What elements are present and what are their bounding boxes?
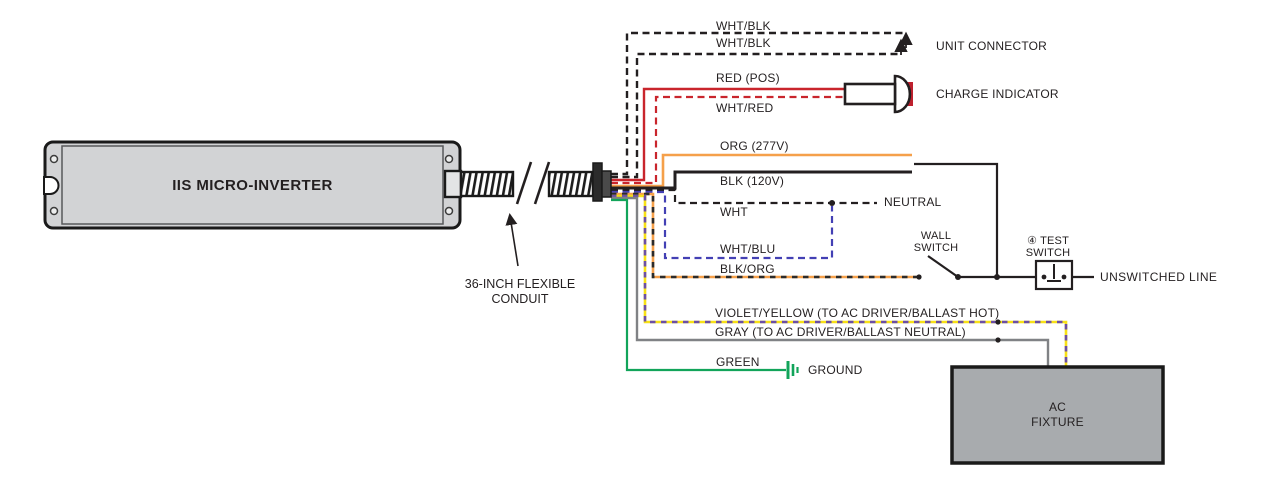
wire-org-277 <box>611 153 912 188</box>
conduit-label-line2: CONDUIT <box>491 292 549 306</box>
label-wall-switch: WALL SWITCH <box>913 230 959 254</box>
screw-hole <box>49 154 59 164</box>
conduit-segment-1 <box>459 170 515 198</box>
junction-dot-neutral <box>829 200 835 206</box>
conduit-label: 36-INCH FLEXIBLE CONDUIT <box>465 277 575 307</box>
conduit-segment-2 <box>547 170 595 198</box>
screw-hole <box>444 154 454 164</box>
wire-wht-blu <box>611 190 834 260</box>
wire-label-wht: WHT <box>720 205 748 219</box>
wire-blk-org-dashes <box>611 192 918 279</box>
label-charge-indicator: CHARGE INDICATOR <box>936 87 1059 101</box>
wire-label-wht-blk-2: WHT/BLK <box>716 36 771 50</box>
test-switch-dot-right <box>1061 274 1067 280</box>
junction-dot-violet <box>995 319 1001 325</box>
wire-label-wht-blu: WHT/BLU <box>720 242 776 256</box>
wall-switch-label-line1: WALL <box>920 230 952 242</box>
ac-fixture-box <box>950 365 1165 465</box>
label-test-switch: ④ TEST SWITCH <box>1025 235 1071 259</box>
label-unit-connector: UNIT CONNECTOR <box>936 39 1048 53</box>
screw-hole <box>49 206 59 216</box>
test-switch-label-line2: SWITCH <box>1025 246 1071 259</box>
charge-indicator-body <box>843 82 897 106</box>
line-tap-to-switch <box>914 162 999 277</box>
wire-label-violet-yellow: VIOLET/YELLOW (TO AC DRIVER/BALLAST HOT) <box>715 306 1000 320</box>
conduit-break <box>515 161 551 205</box>
wire-gray <box>611 196 1050 366</box>
wire-wht-neutral <box>611 188 877 205</box>
mounting-notch <box>43 176 60 195</box>
wire-label-green: GREEN <box>716 355 760 369</box>
wall-switch-label-line2: SWITCH <box>913 241 959 254</box>
screw-hole <box>444 206 454 216</box>
conduit-pointer-arrow <box>505 213 519 267</box>
wire-violet-yellow-dashes <box>611 194 1068 366</box>
wire-label-wht-red: WHT/RED <box>716 101 774 115</box>
terminal-dot-blkorg <box>916 274 922 280</box>
wire-wht-blk-1 <box>611 31 905 176</box>
wire-label-wht-blk-1: WHT/BLK <box>716 19 771 33</box>
conduit-end-fitting <box>592 162 612 202</box>
wire-label-blk-org: BLK/ORG <box>720 262 775 276</box>
wire-label-org-277: ORG (277V) <box>720 139 789 153</box>
conduit-label-line1: 36-INCH FLEXIBLE <box>464 277 576 291</box>
wire-red-pos <box>611 87 846 182</box>
ground-icon <box>786 361 799 379</box>
test-switch-dot-left <box>1041 274 1047 280</box>
label-unswitched-line: UNSWITCHED LINE <box>1100 270 1218 284</box>
inverter-inner-panel <box>61 145 444 225</box>
ac-fixture-label-line1: AC <box>1048 400 1067 414</box>
charge-indicator-icon <box>843 74 913 114</box>
wire-green <box>611 198 786 372</box>
ac-fixture-label-line2: FIXTURE <box>1031 415 1084 429</box>
wire-label-gray: GRAY (TO AC DRIVER/BALLAST NEUTRAL) <box>715 325 966 339</box>
inverter-label: IIS MICRO-INVERTER <box>172 176 333 194</box>
wire-blk-120 <box>611 170 912 190</box>
wall-switch-blade <box>927 255 959 278</box>
wire-label-red-pos: RED (POS) <box>716 71 780 85</box>
terminal-dot-blade <box>955 274 961 280</box>
charge-indicator-flange <box>893 74 912 114</box>
test-switch-label-line1: ④ TEST <box>1026 235 1070 247</box>
label-ground: GROUND <box>808 363 863 377</box>
ac-fixture-label: AC FIXTURE <box>952 367 1163 463</box>
unit-connector-icon <box>894 31 913 55</box>
junction-dot-switchline <box>994 274 1000 280</box>
wire-wht-blk-2 <box>611 52 901 179</box>
wire-label-blk-120: BLK (120V) <box>720 174 785 188</box>
junction-dot-gray <box>995 337 1001 343</box>
label-neutral: NEUTRAL <box>884 195 942 209</box>
